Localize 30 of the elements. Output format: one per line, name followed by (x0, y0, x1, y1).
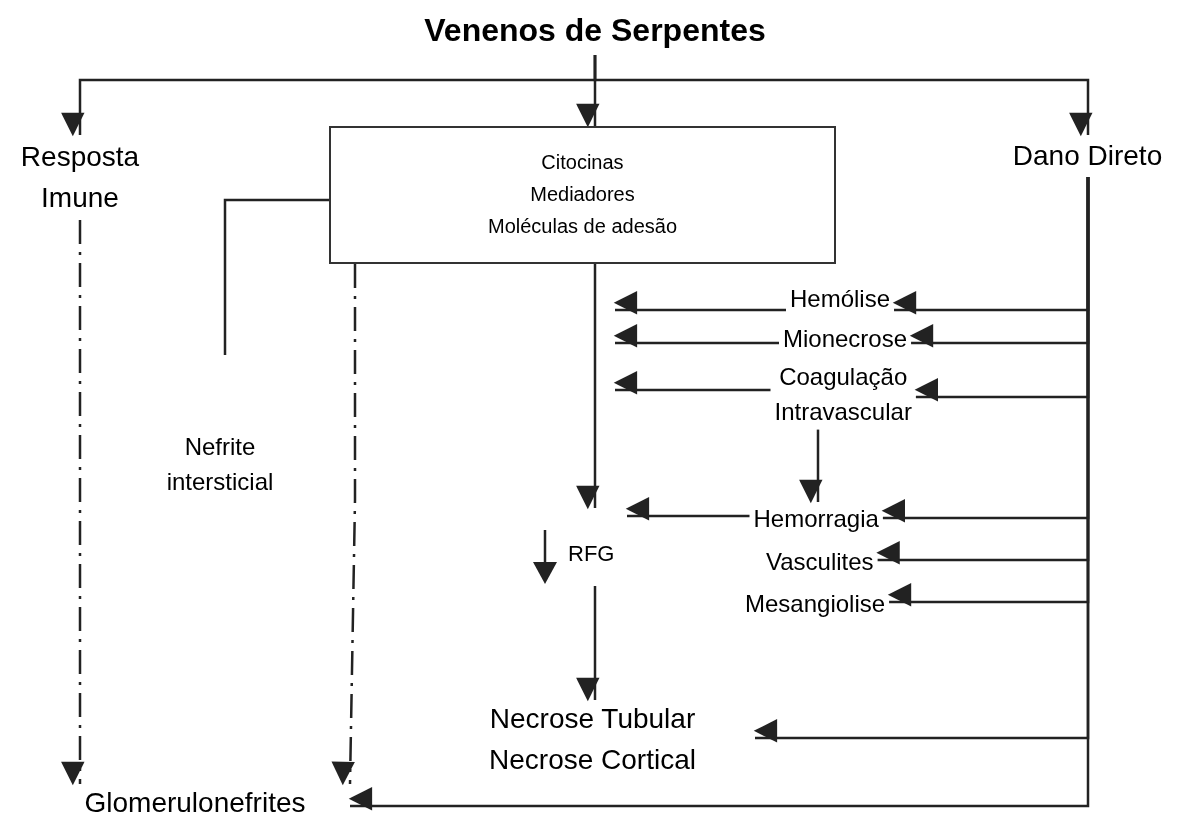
arrow (799, 429, 823, 504)
node-label: Mediadores (530, 182, 635, 207)
arrow (576, 264, 600, 510)
node-label: Moléculas de adesão (488, 214, 677, 239)
node-label: Hemólise (790, 284, 891, 314)
node-label: Hemorragia (753, 504, 879, 534)
node-label: Mesangiolise (745, 589, 886, 619)
node-label: Nefrite intersticial (165, 432, 275, 498)
node-label: Glomerulonefrites (84, 785, 306, 820)
node-label: Necrose Tubular (489, 702, 696, 737)
process-box (329, 126, 836, 264)
node-label: Mionecrose (783, 324, 908, 354)
arrow (613, 291, 786, 315)
arrow (576, 586, 600, 702)
node-label: Citocinas (541, 150, 624, 175)
arrow (613, 324, 779, 348)
node-label: Dano Direto (1012, 138, 1163, 173)
node-label: Vasculites (766, 547, 874, 577)
node-label: RFG (568, 540, 615, 568)
arrow (613, 371, 771, 395)
node-label: Necrose Cortical (489, 743, 696, 777)
arrow (331, 264, 357, 786)
node-label: Resposta Imune (19, 139, 141, 215)
arrow (625, 497, 750, 521)
node-label: Coagulação Intravascular (774, 362, 912, 427)
arrow (61, 220, 85, 786)
arrow (348, 177, 1090, 811)
arrow (593, 55, 1093, 137)
node-label: Venenos de Serpentes (424, 10, 766, 50)
connector-line (223, 198, 329, 355)
